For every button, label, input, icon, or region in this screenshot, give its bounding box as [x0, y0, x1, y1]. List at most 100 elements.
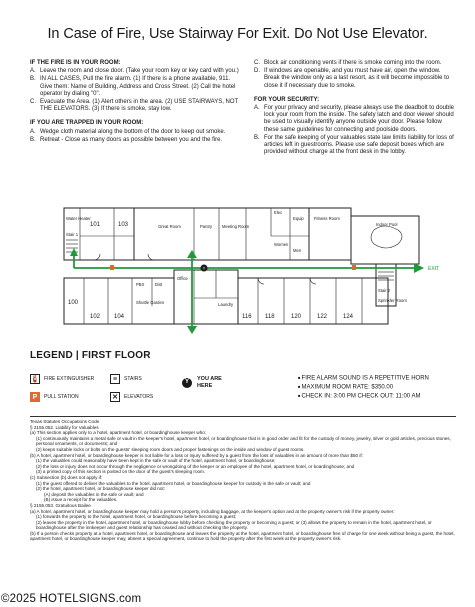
item-key: B. — [30, 136, 36, 143]
floor-plan: Y Water Heater Stair 1 101 103 Great Roo… — [56, 206, 452, 340]
sign-title: In Case of Fire, Use Stairway For Exit. … — [47, 26, 428, 42]
law-line: (2) the loss or injury does not occur th… — [36, 463, 355, 469]
security-heading: FOR YOUR SECURITY: — [254, 96, 320, 103]
law-line: (c) Subsection (b) does not apply if: — [30, 474, 103, 480]
law-line: (1) continuously maintains a metal safe … — [36, 435, 451, 447]
pull-station-icon — [110, 265, 114, 270]
item-key: A. — [30, 128, 36, 135]
legend-label: ELEVATORS — [124, 394, 154, 400]
instructions-right: C. Block air conditioning vents if there … — [254, 60, 454, 157]
label-water-heater: Water Heater — [66, 216, 91, 221]
evacuation-sign: In Case of Fire, Use Stairway For Exit. … — [12, 8, 463, 594]
law-line: (1) the guest offered to deliver the val… — [36, 480, 311, 486]
fire-in-room-heading: IF THE FIRE IS IN YOUR ROOM: — [30, 60, 121, 66]
item-text: Block air conditioning vents if there is… — [264, 60, 442, 66]
exit-route — [70, 248, 424, 334]
label-shuttle-garden: Shuttle Garden — [136, 300, 165, 305]
label-sprinkler-room: Sprinkler Room — [378, 298, 407, 303]
room-101: 101 — [90, 222, 101, 228]
room-100: 100 — [68, 300, 79, 306]
room-116: 116 — [242, 314, 252, 320]
room-103: 103 — [118, 222, 129, 228]
room-118: 118 — [265, 314, 275, 320]
fact-check-times: CHECK IN: 3:00 PM CHECK OUT: 11:00 AM — [298, 392, 429, 401]
fact-max-rate: MAXIMUM ROOM RATE: $350.00 — [298, 383, 429, 392]
elevator-icon: ✕ — [110, 392, 120, 402]
label-women: Women — [274, 242, 289, 247]
fire-room-item: C. Block air conditioning vents if there … — [254, 60, 454, 67]
item-key: D. — [254, 68, 260, 75]
item-key: B. — [254, 134, 260, 141]
label-men: Men — [293, 248, 302, 253]
stairs-icon: ≡ — [110, 374, 120, 384]
security-item: B.For the safe keeping of your valuables… — [254, 135, 454, 157]
room-124: 124 — [343, 314, 354, 320]
law-line: (b) If a person checks property at a hot… — [30, 530, 455, 542]
pull-station-icon — [352, 265, 356, 270]
law-line: Texas Statutes Occupations Code — [30, 419, 100, 424]
trapped-heading: IF YOU ARE TRAPPED IN YOUR ROOM: — [30, 120, 144, 127]
fire-extinguisher-icon: 🧯 — [30, 374, 40, 384]
label-laundry: Laundry — [218, 302, 234, 307]
legend-stairs: ≡ STAIRS — [110, 374, 142, 384]
law-line: (2) keeps suitable locks or bolts on the… — [36, 446, 305, 452]
label-dist: Dist — [155, 282, 163, 287]
item-text: Retreat - Close as many doors as possibl… — [40, 136, 223, 143]
fire-room-item: D. If windows are openable, and you must … — [254, 68, 454, 90]
law-line: (A) deposit the valuables in the safe or… — [44, 491, 144, 497]
fact-alarm: FIRE ALARM SOUND IS A REPETITIVE HORN — [298, 374, 429, 383]
fire-room-item: B.IN ALL CASES, Pull the fire alarm. (1)… — [30, 76, 240, 98]
legend-heading: LEGEND | FIRST FLOOR — [30, 350, 151, 361]
you-are-here-marker: Y — [200, 264, 208, 272]
room-122: 122 — [317, 314, 328, 320]
legend-you-are-here: Y YOU ARE HERE — [182, 376, 237, 389]
copyright-text: ©2025 HOTELSIGNS.com — [1, 593, 142, 605]
label-pantry: Pantry — [200, 224, 213, 229]
law-line: § 2155.052. Liability for Valuables — [30, 424, 99, 430]
item-key: A. — [254, 105, 260, 112]
legend-label: YOU ARE HERE — [197, 376, 222, 389]
trapped-item: A. Wedge cloth material along the bottom … — [30, 129, 240, 136]
item-key: A. — [30, 68, 36, 75]
law-line: (2) leaves the property in the hotel, ap… — [36, 519, 432, 531]
item-text: IN ALL CASES, Pull the fire alarm. (1) I… — [40, 76, 236, 97]
item-text: Evacuate the Area. (1) Alert others in t… — [40, 99, 239, 113]
item-text: Leave the room and close door. (Take you… — [40, 68, 239, 75]
law-line: (1) the valuables could reasonably have … — [36, 458, 276, 464]
label-stair1: Stair 1 — [66, 232, 79, 237]
statute-text: Texas Statutes Occupations Code § 2155.0… — [30, 416, 456, 542]
room-104: 104 — [114, 314, 125, 320]
label-meeting-room: Meeting Room — [222, 224, 250, 229]
legend-pull-station: P PULL STATION — [30, 392, 79, 402]
item-key: C. — [254, 60, 260, 66]
item-key: C. — [30, 99, 36, 106]
label-pbx: PBX — [136, 282, 145, 287]
fire-room-item: A. Leave the room and close door. (Take y… — [30, 68, 240, 75]
law-line: (a) This section applies only to a hotel… — [30, 430, 207, 436]
legend-elevators: ✕ ELEVATORS — [110, 392, 153, 402]
legend-fire-extinguisher: 🧯 FIRE EXTINGUISHER — [30, 374, 94, 384]
legend-label: PULL STATION — [44, 394, 79, 400]
label-fitness-room: Fitness Room — [314, 216, 340, 221]
label-office: Office — [177, 276, 189, 281]
legend: 🧯 FIRE EXTINGUISHER P PULL STATION ≡ STA… — [30, 370, 460, 410]
room-102: 102 — [90, 314, 101, 320]
copyright-footer: ©2025 HOTELSIGNS.com — [0, 593, 475, 607]
room-120: 120 — [291, 314, 302, 320]
item-text: Wedge cloth material along the bottom of… — [40, 128, 226, 135]
law-line: (B) issue a receipt for the valuables. — [44, 497, 118, 503]
label-stair2: Stair 2 — [378, 288, 391, 293]
law-line: (b) A hotel, apartment hotel, or boardin… — [30, 452, 363, 458]
svg-text:Y: Y — [203, 266, 206, 271]
law-line: (a) A hotel, apartment hotel, or boardin… — [30, 508, 395, 514]
item-text: For your privacy and security, please al… — [264, 105, 454, 133]
law-line: (2) the hotel, apartment hotel, or board… — [36, 486, 165, 492]
law-line: § 2155.053. Gratuitous Bailee — [30, 502, 91, 508]
you-are-here-icon: Y — [182, 377, 192, 388]
security-item: A. For your privacy and security, please … — [254, 105, 454, 134]
item-text: If windows are openable, and you must ha… — [264, 68, 450, 89]
label-equip: Equip — [293, 216, 304, 221]
label-indoor-pool: Indoor Pool — [376, 222, 397, 227]
trapped-item: B. Retreat - Close as many doors as possi… — [30, 137, 240, 144]
legend-label: FIRE EXTINGUISHER — [44, 376, 95, 382]
